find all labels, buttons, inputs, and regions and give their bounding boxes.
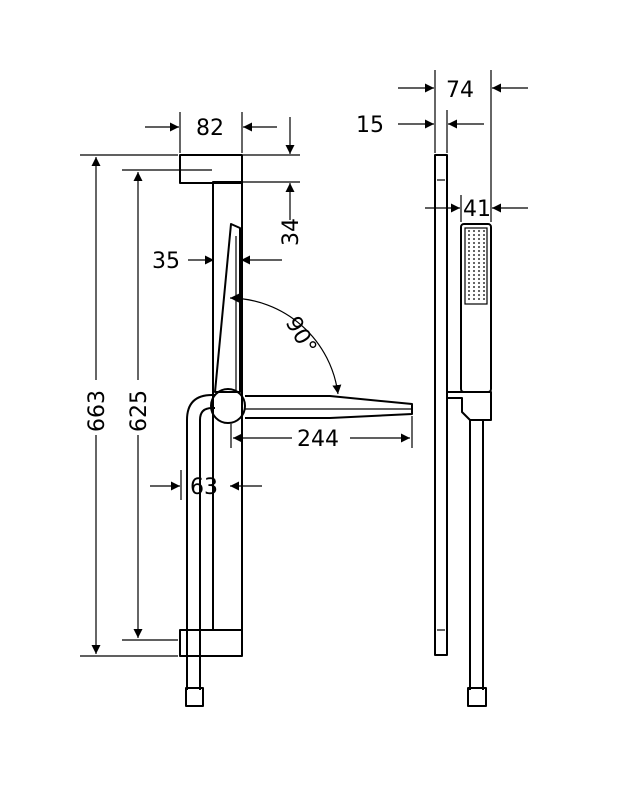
side-holder (447, 391, 492, 421)
side-rail (434, 154, 448, 656)
shower-hose (186, 394, 215, 690)
dim-244-gap (292, 428, 350, 450)
top-cap (179, 154, 243, 184)
dim-34-label: 34 (279, 218, 304, 246)
dim-663-gap (86, 380, 106, 435)
front-view: 90° 82 34 35 663 625 244 (80, 112, 413, 707)
dim-41-label: 41 (463, 197, 491, 222)
angle-arc (229, 293, 342, 395)
bottom-cap (179, 629, 243, 657)
hose-connector (185, 687, 204, 707)
dim-35-label: 35 (152, 249, 180, 274)
wall-rail (212, 181, 243, 631)
dim-15-label: 15 (356, 113, 384, 138)
angle-label: 90° (280, 313, 321, 359)
dim-663-label: 663 (85, 390, 110, 432)
dim-625-label: 625 (127, 390, 152, 432)
nozzle-pattern (464, 227, 488, 305)
hand-shower-lowered (245, 395, 413, 419)
dim-63-label: 63 (190, 475, 218, 500)
dim-244-label: 244 (297, 427, 339, 452)
swivel-joint (210, 388, 246, 424)
dim-74-label: 74 (446, 78, 474, 103)
side-view: 74 15 41 (356, 70, 528, 707)
dim-625-gap (128, 380, 148, 435)
side-hose-connector (467, 687, 487, 707)
dim-82-label: 82 (196, 116, 224, 141)
